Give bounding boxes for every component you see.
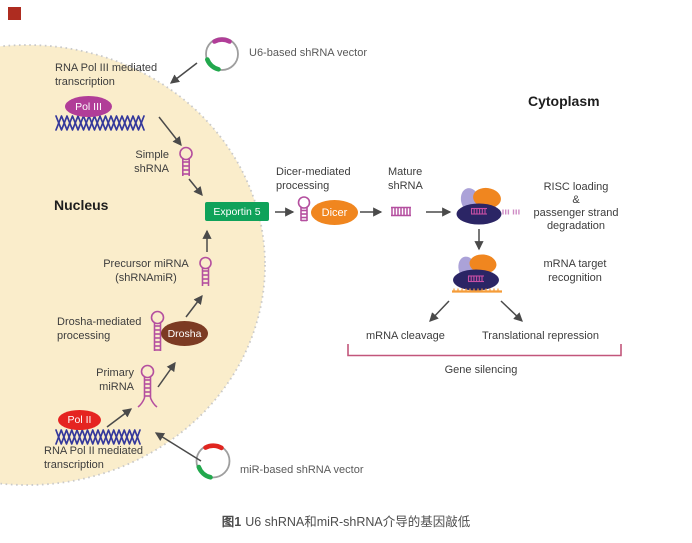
mature-shrna-label: Mature shRNA [388,166,423,192]
risc-mrna-complex-icon [452,254,502,293]
simple-shrna-hairpin-icon [179,146,193,176]
u6-plasmid-icon [205,37,239,72]
cytoplasm-title: Cytoplasm [528,93,600,109]
dicer-badge: Dicer [311,200,358,225]
target-mrna-icon [452,288,502,293]
arrow-simple-shrna-to-exportin [188,178,203,197]
passenger-strand-fragments-icon [502,209,520,215]
pol2-badge: Pol II [58,410,101,430]
mir-plasmid-icon [195,443,231,480]
u6-vector-label: U6-based shRNA vector [249,47,367,59]
dna-helix-pol3-icon [55,115,145,131]
simple-shrna-label: Simple shRNA [134,149,169,175]
pol3-badge: Pol III [65,96,112,117]
nucleus-membrane [0,44,266,486]
drosha-substrate-hairpin-icon [150,310,165,351]
nucleus-title: Nucleus [54,197,109,213]
dna-helix-pol2-icon [55,429,141,445]
gene-silencing-bracket-icon [347,344,622,357]
risc-complex-icon [456,187,502,225]
mrna-cleavage-label: mRNA cleavage [366,330,445,342]
mature-shrna-duplex-icon [391,206,411,217]
arrow-to-mrna-cleavage [429,300,450,322]
dicer-processing-label: Dicer-mediated processing [276,166,351,192]
drosha-processing-label: Drosha-mediated processing [57,316,142,342]
red-bullet-icon [8,7,21,20]
arrow-pol2-to-primary [106,408,133,428]
exportin5-badge: Exportin 5 [205,202,269,221]
gene-silencing-label: Gene silencing [444,364,518,376]
primary-mirna-hairpin-icon [137,364,158,408]
primary-mirna-label: Primary miRNA [96,367,134,393]
mrna-target-label: mRNA target recognition [543,258,607,284]
mir-vector-label: miR-based shRNA vector [240,464,364,476]
arrow-helix-to-simple-shrna [158,116,182,147]
precursor-mirna-hairpin-icon [199,256,212,286]
dicer-substrate-hairpin-icon [297,196,311,222]
rna-pol3-label: RNA Pol III mediated transcription [55,62,158,88]
arrow-u6-to-nucleus [169,62,198,84]
arrow-primary-to-drosha [157,361,176,388]
arrow-drosha-to-precursor [185,294,203,318]
risc-loading-label: RISC loading & passenger strand degradat… [533,181,619,232]
precursor-mirna-label: Precursor miRNA (shRNAmiR) [103,258,189,284]
caption-figure-number: 图1 [221,515,242,529]
rna-pol2-label: RNA Pol II mediated transcription [44,445,144,471]
arrow-mir-to-nucleus [154,432,202,462]
caption-text: U6 shRNA和miR-shRNA介导的基因敲低 [245,515,471,529]
arrow-to-translational-repression [500,300,523,322]
drosha-badge: Drosha [161,321,208,346]
translational-repression-label: Translational repression [482,330,599,342]
